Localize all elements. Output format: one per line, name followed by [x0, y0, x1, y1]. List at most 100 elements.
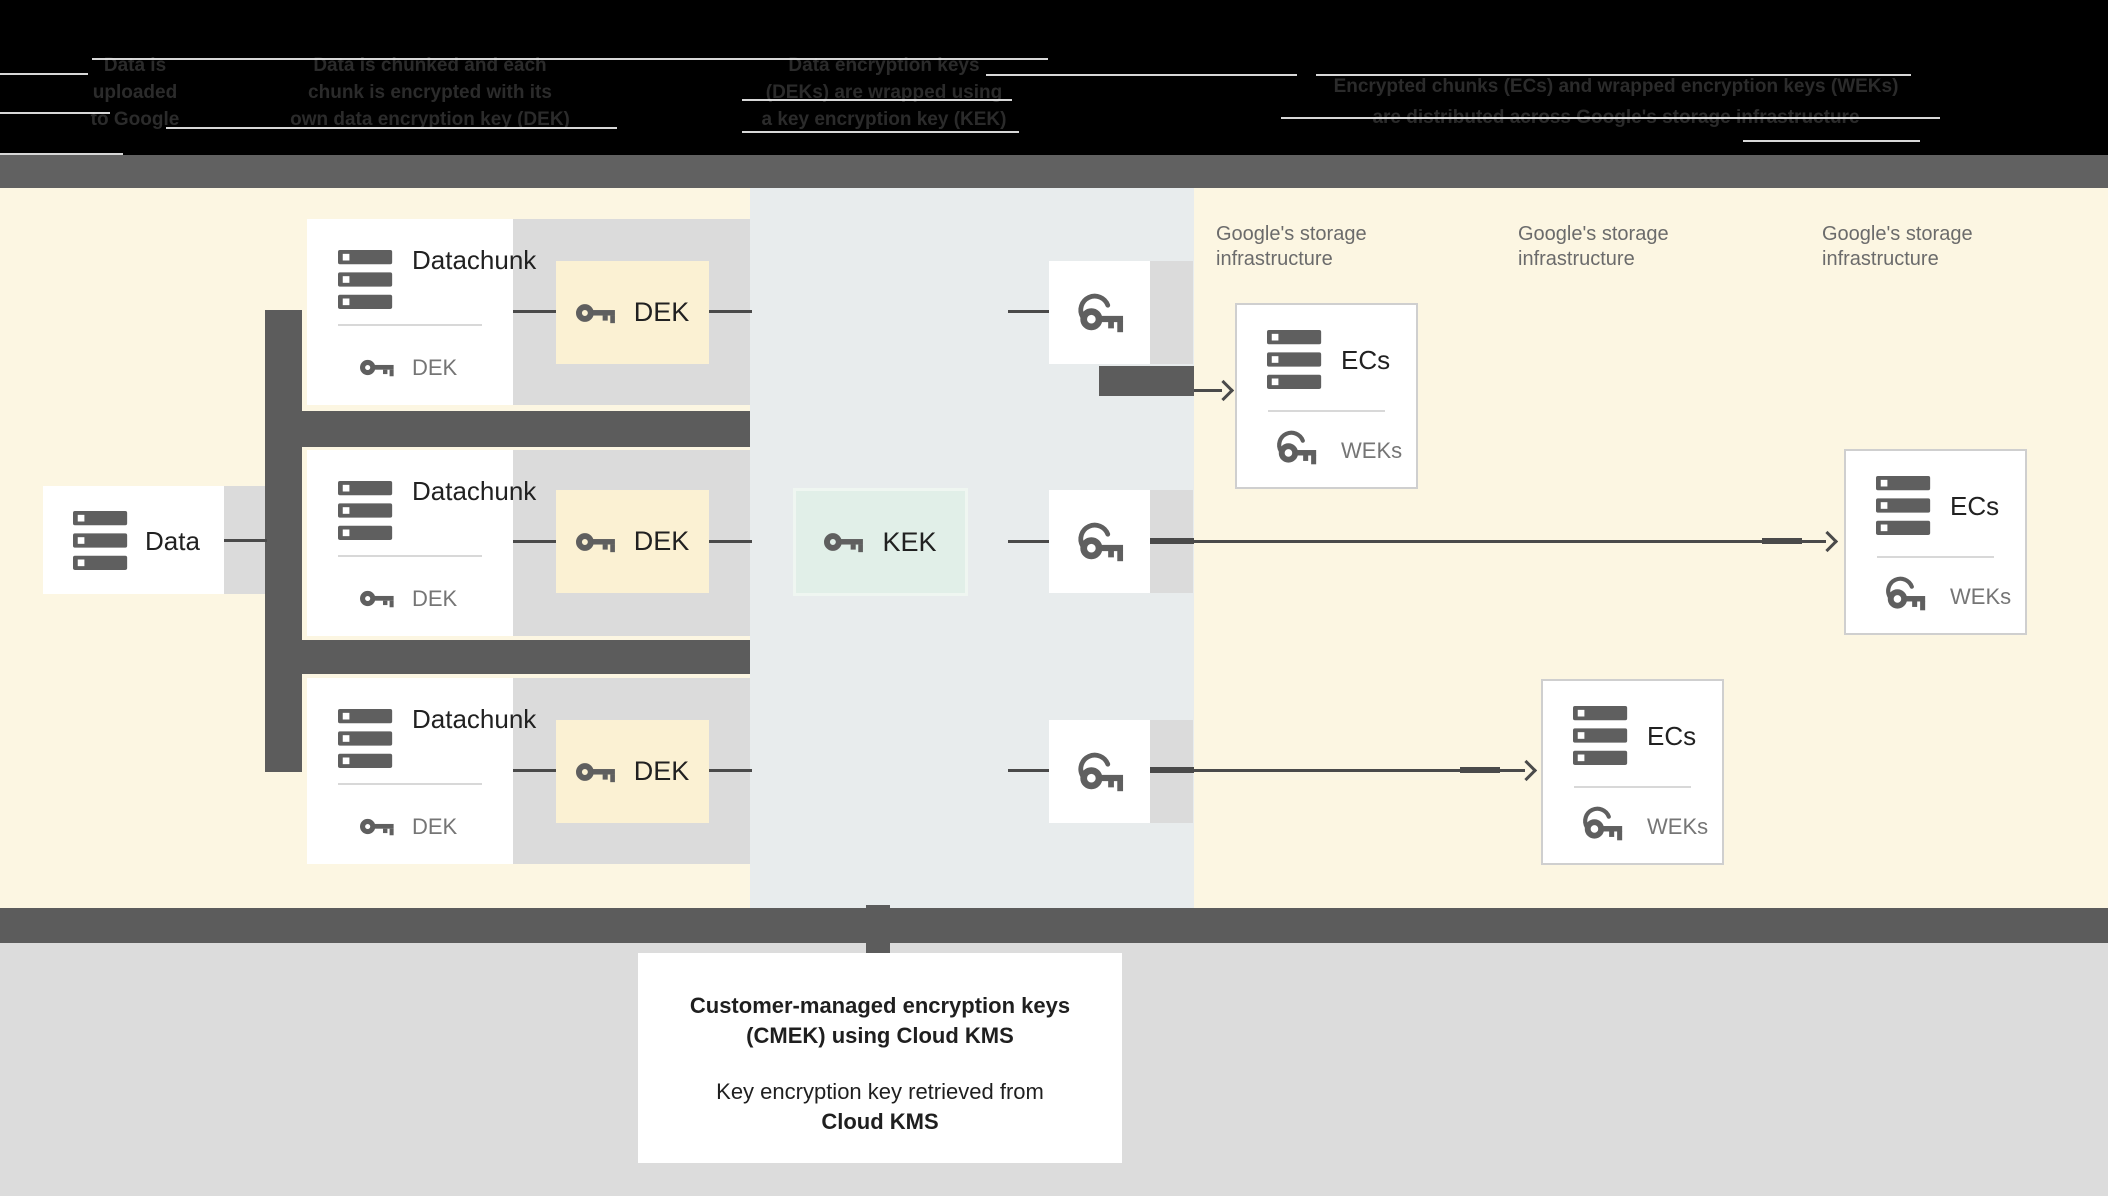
- data-icon: [73, 511, 130, 570]
- kek-box: KEK: [793, 488, 968, 596]
- wrapped-key-flow-bar: [1099, 366, 1194, 396]
- key-icon: [576, 302, 620, 324]
- divider: [1268, 410, 1385, 412]
- chunk-title: Datachunk: [412, 704, 537, 734]
- dek-label: DEK: [633, 297, 690, 327]
- arrow-line: [1194, 540, 1826, 543]
- header-step-4: Encrypted chunks (ECs) and wrapped encry…: [1333, 76, 1899, 128]
- caption-heading: (CMEK) using Cloud KMS: [746, 1023, 1014, 1048]
- dek-sublabel: DEK: [412, 355, 458, 380]
- caption-body: Key encryption key retrieved from: [716, 1079, 1044, 1104]
- header-separator-band: [0, 155, 2108, 188]
- key-icon: [824, 531, 868, 553]
- connector-line: [1008, 310, 1049, 313]
- arrow-line: [1150, 767, 1194, 773]
- key-box-shadow: [1150, 261, 1193, 364]
- dek-box: DEK: [556, 490, 709, 593]
- dek-sublabel: DEK: [412, 814, 458, 839]
- ecs-title: ECs: [1950, 491, 2000, 521]
- data-icon: [338, 250, 395, 309]
- encryption-diagram: Google's storage infrastructure Google's…: [0, 188, 2108, 908]
- dek-box: DEK: [556, 720, 709, 823]
- connector-line: [513, 310, 556, 313]
- divider: [338, 783, 482, 785]
- divider: [1574, 786, 1691, 788]
- weks-sublabel: WEKs: [1341, 438, 1403, 463]
- data-icon: [1876, 476, 1933, 535]
- dek-label: DEK: [633, 526, 690, 556]
- data-chunk-box: Datachunk DEK: [307, 450, 536, 636]
- chunk-title: Datachunk: [412, 245, 537, 275]
- caption-box: Customer-managed encryption keys (CMEK) …: [638, 953, 1122, 1163]
- arrow-line: [1460, 767, 1500, 773]
- header-artifact-line: [92, 58, 1048, 60]
- wrapped-key-icon: [1581, 805, 1623, 842]
- chunk-split-band: [265, 411, 750, 447]
- data-box-label: Data: [145, 526, 200, 556]
- arrow-line: [1194, 769, 1525, 772]
- storage-infrastructure-label: Google's storage infrastructure: [1518, 223, 1669, 270]
- storage-infrastructure-label: Google's storage infrastructure: [1216, 223, 1367, 270]
- caption-body-bold: Cloud KMS: [821, 1109, 939, 1134]
- header-artifact-line: [1743, 140, 1920, 142]
- weks-sublabel: WEKs: [1950, 584, 2012, 609]
- key-icon: [576, 531, 620, 553]
- arrow-line: [1150, 538, 1194, 544]
- key-wrapping-box: [1049, 490, 1150, 593]
- header-artifact-line: [986, 74, 1297, 76]
- header-artifact-line: [0, 112, 110, 114]
- wrapped-key-icon: [1884, 575, 1926, 612]
- key-icon: [360, 817, 398, 836]
- ecs-box: ECs WEKs: [1844, 449, 2027, 635]
- ecs-box: ECs WEKs: [1235, 303, 1418, 489]
- connector-line: [224, 539, 267, 542]
- header-band: Data is uploaded to Google Data is chunk…: [0, 0, 2108, 155]
- header-artifact-line: [0, 73, 88, 75]
- bottom-band: [0, 908, 2108, 943]
- divider: [338, 555, 482, 557]
- caption-heading: Customer-managed encryption keys: [689, 993, 1071, 1018]
- header-artifact-line: [1316, 74, 1911, 76]
- arrow-line: [1194, 389, 1222, 392]
- caption-spacer: [638, 1051, 1122, 1077]
- key-icon: [576, 761, 620, 783]
- data-box: Data: [43, 486, 224, 594]
- divider: [1877, 556, 1994, 558]
- header-artifact-line: [1281, 117, 1940, 119]
- wrapped-key-icon: [1275, 429, 1317, 466]
- dek-box: DEK: [556, 261, 709, 364]
- data-icon: [338, 709, 395, 768]
- header-step-1: Data is uploaded to Google: [90, 55, 180, 130]
- connector-line: [709, 540, 752, 543]
- data-chunk-box: Datachunk DEK: [307, 678, 536, 864]
- chunk-title: Datachunk: [412, 476, 537, 506]
- dek-label: DEK: [633, 756, 690, 786]
- wrapped-key-icon: [1076, 520, 1124, 564]
- key-wrapping-box: [1049, 720, 1150, 823]
- data-icon: [1573, 706, 1630, 765]
- key-icon: [360, 358, 398, 377]
- chunk-split-band: [265, 640, 750, 674]
- connector-line: [513, 769, 556, 772]
- arrow-line: [1762, 538, 1802, 544]
- divider: [338, 324, 482, 326]
- header-artifact-line: [742, 131, 1019, 133]
- ecs-title: ECs: [1647, 721, 1697, 751]
- ecs-title: ECs: [1341, 345, 1391, 375]
- key-icon: [360, 589, 398, 608]
- connector-line: [709, 310, 752, 313]
- wrapped-key-icon: [1076, 750, 1124, 794]
- connector-line: [709, 769, 752, 772]
- header-artifact-line: [166, 127, 617, 129]
- header-artifact-line: [742, 99, 1012, 101]
- storage-infrastructure-label: Google's storage infrastructure: [1822, 223, 1973, 270]
- key-wrapping-box: [1049, 261, 1150, 364]
- header-artifact-line: [0, 153, 123, 155]
- header-step-3: Data encryption keys (DEKs) are wrapped …: [761, 55, 1007, 130]
- connector-line: [513, 540, 556, 543]
- data-icon: [338, 481, 395, 540]
- dek-sublabel: DEK: [412, 586, 458, 611]
- connector-line: [1008, 769, 1049, 772]
- ecs-box: ECs WEKs: [1541, 679, 1724, 865]
- wrapped-key-icon: [1076, 291, 1124, 335]
